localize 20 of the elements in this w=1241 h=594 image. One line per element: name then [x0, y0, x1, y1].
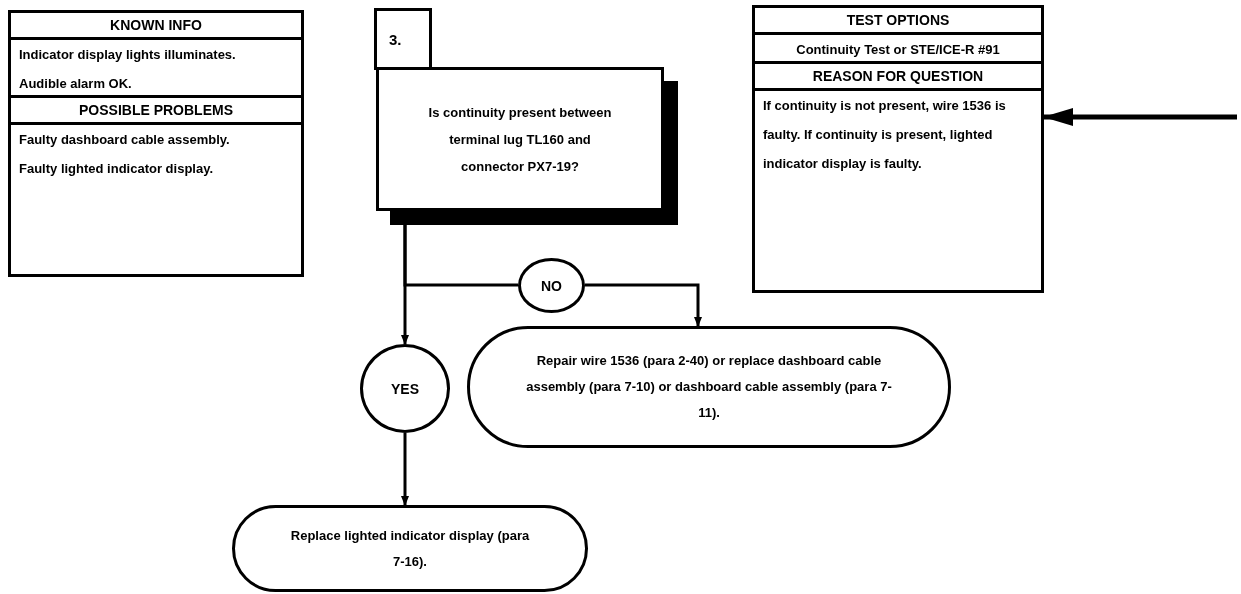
panel-heading: KNOWN INFO	[11, 13, 301, 40]
info-panel	[8, 10, 304, 277]
action-terminal: Repair wire 1536 (para 2-40) or replace dashboard cable assembly (para 7-10) or dashboard cable assembly (para 7-11).	[467, 326, 951, 448]
info-panel	[752, 5, 1044, 293]
decision-circle: YES	[360, 344, 450, 433]
arrow	[401, 433, 409, 506]
decision-circle: NO	[518, 258, 585, 313]
panel-text: Indicator display lights illuminates.	[18, 46, 237, 64]
panel-text: Faulty lighted indicator display.	[18, 160, 215, 178]
panel-heading: REASON FOR QUESTION	[755, 61, 1041, 91]
panel-heading: POSSIBLE PROBLEMS	[11, 95, 301, 125]
action-terminal: Replace lighted indicator display (para 7-16).	[232, 505, 588, 592]
panel-text: Audible alarm OK.	[18, 75, 133, 93]
arrow	[585, 283, 702, 327]
step-number-box: 3.	[374, 8, 432, 70]
panel-heading: TEST OPTIONS	[755, 8, 1041, 35]
panel-text: Continuity Test or STE/ICE-R #91	[795, 41, 1001, 59]
panel-text: If continuity is not present, wire 1536 is faulty. If continuity is present, lighted indicator display is faulty.	[762, 97, 1007, 173]
panel-text: Faulty dashboard cable assembly.	[18, 131, 231, 149]
arrow	[1043, 108, 1237, 126]
